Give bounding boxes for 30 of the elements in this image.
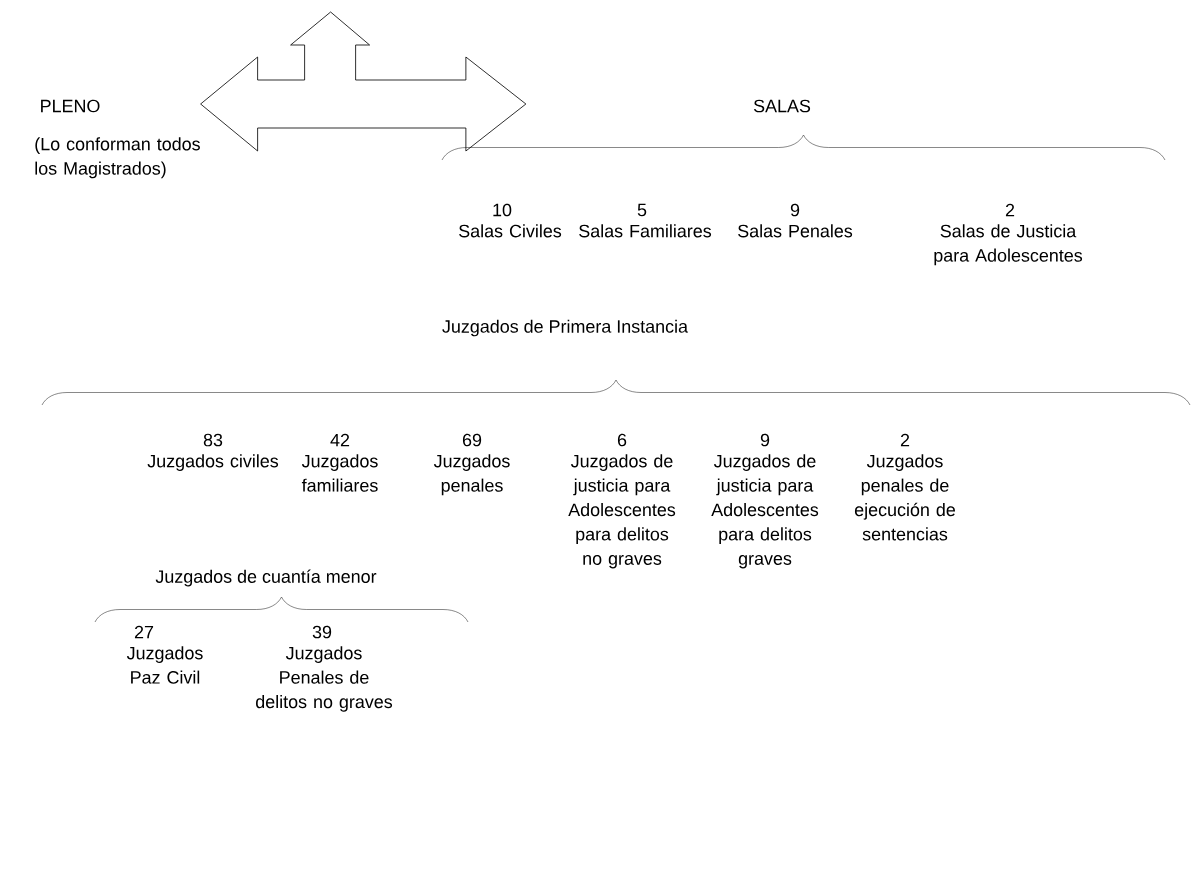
- category-text: Juzgados familiares: [301, 454, 378, 492]
- category-text: Juzgados de justicia para Adolescentes para delitos graves: [711, 454, 819, 569]
- category-text: Juzgados penales de ejecución de sentencias: [854, 454, 955, 541]
- category-text: Juzgados penales: [433, 454, 510, 496]
- count-number: 27: [134, 625, 154, 639]
- count-number: 39: [312, 625, 332, 639]
- category-text: Juzgados Paz Civil: [126, 646, 203, 684]
- category-text: Juzgados de justicia para Adolescentes para delitos no graves: [568, 454, 676, 569]
- count-number: 2: [1005, 203, 1015, 217]
- category-text: Juzgados civiles: [147, 454, 279, 471]
- block-arrow: [200, 11, 527, 152]
- category-text: Salas Familiares: [579, 224, 712, 238]
- heading-text: Juzgados de cuantía menor: [155, 569, 377, 587]
- count-number: 9: [760, 433, 770, 447]
- count-number: 10: [493, 203, 512, 217]
- note-text: (Lo conforman todos los Magistrados): [35, 137, 200, 179]
- count-number: 42: [330, 433, 350, 447]
- heading-text: PLENO: [41, 99, 100, 113]
- count-number: 69: [462, 433, 482, 447]
- category-text: Salas Civiles: [459, 224, 562, 238]
- category-text: Salas Penales: [738, 224, 853, 238]
- count-number: 6: [617, 433, 627, 447]
- count-number: 9: [790, 203, 800, 217]
- heading-text: Juzgados de Primera Instancia: [442, 319, 688, 337]
- count-number: 2: [900, 433, 910, 447]
- count-number: 83: [203, 433, 223, 447]
- count-number: 5: [637, 203, 647, 217]
- category-text: Juzgados Penales de delitos no graves: [256, 646, 393, 712]
- heading-text: SALAS: [753, 99, 811, 113]
- category-text: Salas de Justicia para Adolescentes: [934, 224, 1083, 266]
